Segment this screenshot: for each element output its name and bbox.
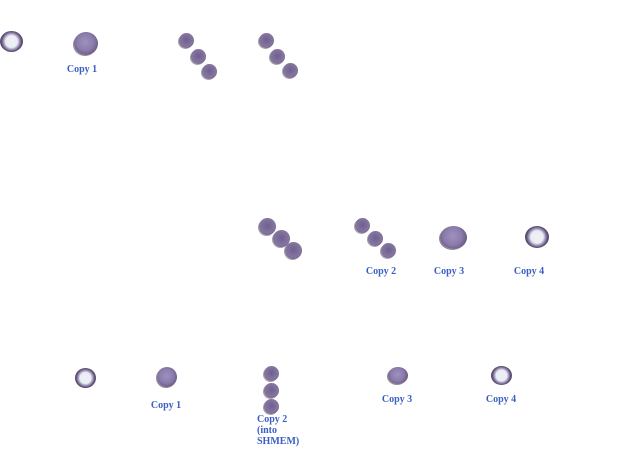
solid-cell-icon: [388, 367, 408, 384]
small-cell-icon: [273, 230, 290, 247]
label-mid-copy2: Copy 2: [365, 266, 397, 277]
label-bottom-copy2-line3: SHMEM): [257, 436, 300, 447]
white-core-cell-icon: [0, 31, 23, 52]
label-bottom-copy4: Copy 4: [485, 394, 517, 405]
white-core-cell-icon: [75, 368, 96, 388]
small-cell-icon: [259, 33, 274, 48]
small-cell-icon: [264, 383, 279, 398]
label-bottom-copy2-line1: Copy 2: [257, 414, 288, 425]
label-mid-copy4: Copy 4: [513, 266, 545, 277]
label-bottom-copy2-line2: (into: [257, 425, 277, 436]
small-cell-icon: [283, 63, 298, 78]
small-cell-icon: [355, 218, 370, 233]
label-bottom-copy3: Copy 3: [381, 394, 413, 405]
small-cell-icon: [259, 218, 276, 235]
small-cell-icon: [285, 242, 302, 259]
small-cell-icon: [368, 231, 383, 246]
small-cell-icon: [270, 49, 285, 64]
label-bottom-copy1: Copy 1: [150, 400, 182, 411]
solid-cell-icon: [440, 226, 467, 249]
solid-cell-icon: [74, 32, 98, 55]
label-top-copy1: Copy 1: [66, 64, 98, 75]
white-core-cell-icon: [491, 366, 512, 385]
small-cell-icon: [179, 33, 194, 48]
solid-cell-icon: [157, 367, 177, 387]
small-cell-icon: [202, 64, 217, 79]
small-cell-icon: [264, 366, 279, 381]
label-mid-copy3: Copy 3: [433, 266, 465, 277]
small-cell-icon: [191, 49, 206, 64]
small-cell-icon: [381, 243, 396, 258]
white-core-cell-icon: [525, 226, 549, 248]
label-bottom-copy2: Copy 2 (into SHMEM): [257, 414, 299, 447]
small-cell-icon: [264, 399, 279, 414]
